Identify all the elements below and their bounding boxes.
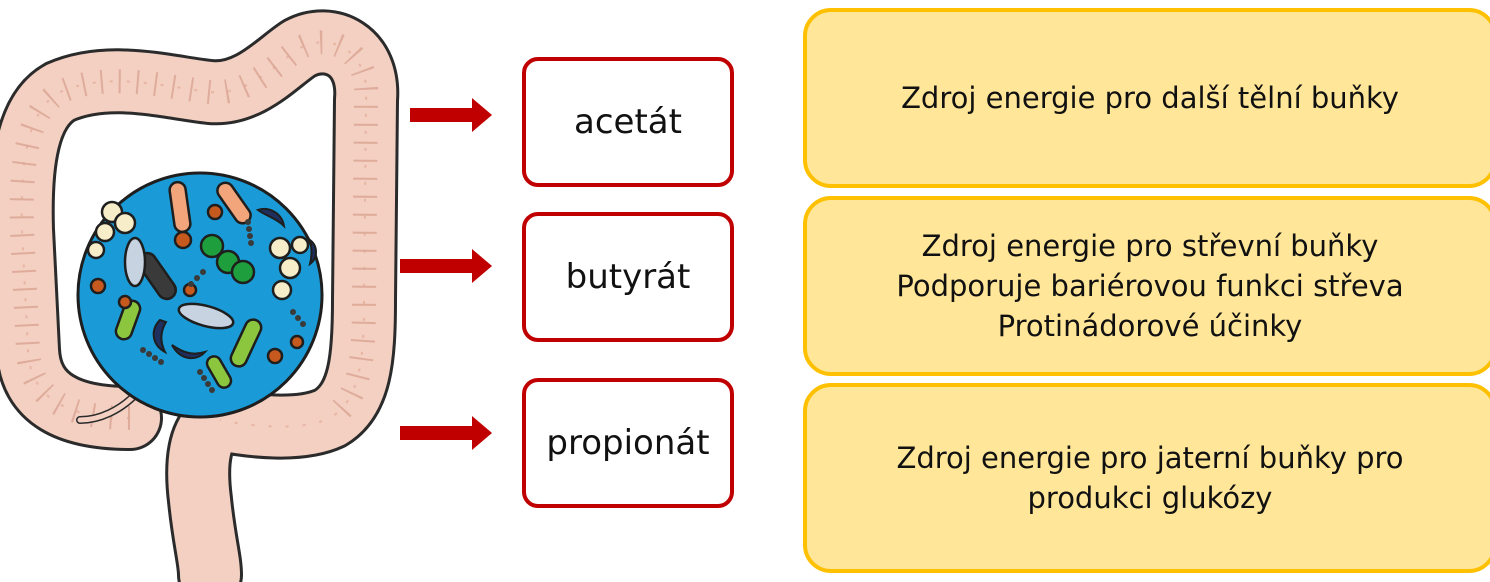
term-label: propionát [546, 423, 710, 463]
gut-bacteria-icon [76, 171, 324, 419]
term-label: butyrát [565, 257, 691, 297]
large-intestine-microbiome-icon [0, 9, 400, 582]
description-line: produkci glukózy [1027, 481, 1273, 515]
arrow-right-icon [400, 416, 492, 450]
arrow-right-icon [410, 98, 492, 132]
description-line: Podporuje bariérovou funkci střeva [896, 268, 1404, 303]
description-box-acetate: Zdroj energie pro další tělní buňky [803, 8, 1490, 188]
description-line: Zdroj energie pro další tělní buňky [901, 80, 1399, 115]
description-line: Zdroj energie pro střevní buňky [921, 228, 1379, 263]
colon-icon [0, 9, 400, 582]
term-box-propionate: propionát [522, 378, 734, 508]
term-box-butyrate: butyrát [522, 212, 734, 342]
arrow-right-icon [400, 249, 492, 283]
term-label: acetát [574, 102, 682, 142]
description-box-butyrate: Zdroj energie pro střevní buňky Podporuj… [803, 196, 1490, 376]
term-box-acetate: acetát [522, 57, 734, 187]
description-line: Zdroj energie pro jaterní buňky pro [896, 440, 1404, 475]
description-box-propionate: Zdroj energie pro jaterní buňky pro prod… [803, 383, 1490, 573]
description-line: Protinádorové účinky [997, 309, 1303, 343]
